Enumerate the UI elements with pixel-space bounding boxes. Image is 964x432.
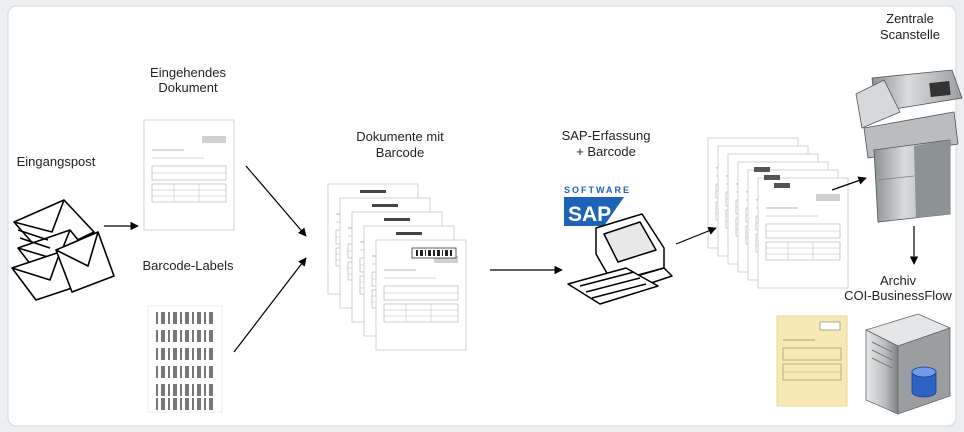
label-eingehendes-dokument-line2: Dokument <box>158 80 218 95</box>
label-zentrale-scanstelle-line1: Zentrale <box>886 11 934 26</box>
label-archiv-line1: Archiv <box>880 273 917 288</box>
sap-logo-text: SAP <box>568 203 611 226</box>
label-eingangspost: Eingangspost <box>17 154 96 169</box>
incoming-document-icon <box>143 119 235 231</box>
arrow-sap-to-stack <box>675 226 717 245</box>
barcode-labels-sheet <box>147 305 223 413</box>
label-zentrale-scanstelle-line2: Scanstelle <box>880 27 940 42</box>
documents-with-barcode-stack <box>327 183 467 351</box>
scanner-icon <box>855 69 963 223</box>
arrow-document-to-barcode-docs <box>245 165 307 237</box>
label-eingehendes-dokument-line1: Eingehendes <box>150 65 226 80</box>
label-archiv-line2: COI-BusinessFlow <box>844 288 952 303</box>
label-sap-erfassung-line1: SAP-Erfassung <box>562 128 651 143</box>
label-barcode-labels: Barcode-Labels <box>142 258 234 273</box>
sap-logo: SOFTWARE SAP <box>564 185 631 226</box>
arrow-labels-to-barcode-docs <box>233 257 307 353</box>
computer-icon <box>567 213 673 305</box>
label-dokumente-mit-barcode-line2: Barcode <box>376 145 424 160</box>
archived-document-icon <box>776 315 848 407</box>
label-dokumente-mit-barcode-line1: Dokumente mit <box>356 129 444 144</box>
flow-arrows <box>104 165 919 353</box>
documents-stack-after-sap <box>707 137 849 289</box>
envelopes-icon <box>11 199 115 301</box>
sap-logo-software: SOFTWARE <box>564 185 631 195</box>
label-sap-erfassung-line2: + Barcode <box>576 144 636 159</box>
server-database-icon <box>864 313 952 415</box>
diagram-canvas <box>7 5 957 427</box>
arrow-stack-to-scanner <box>831 176 867 191</box>
